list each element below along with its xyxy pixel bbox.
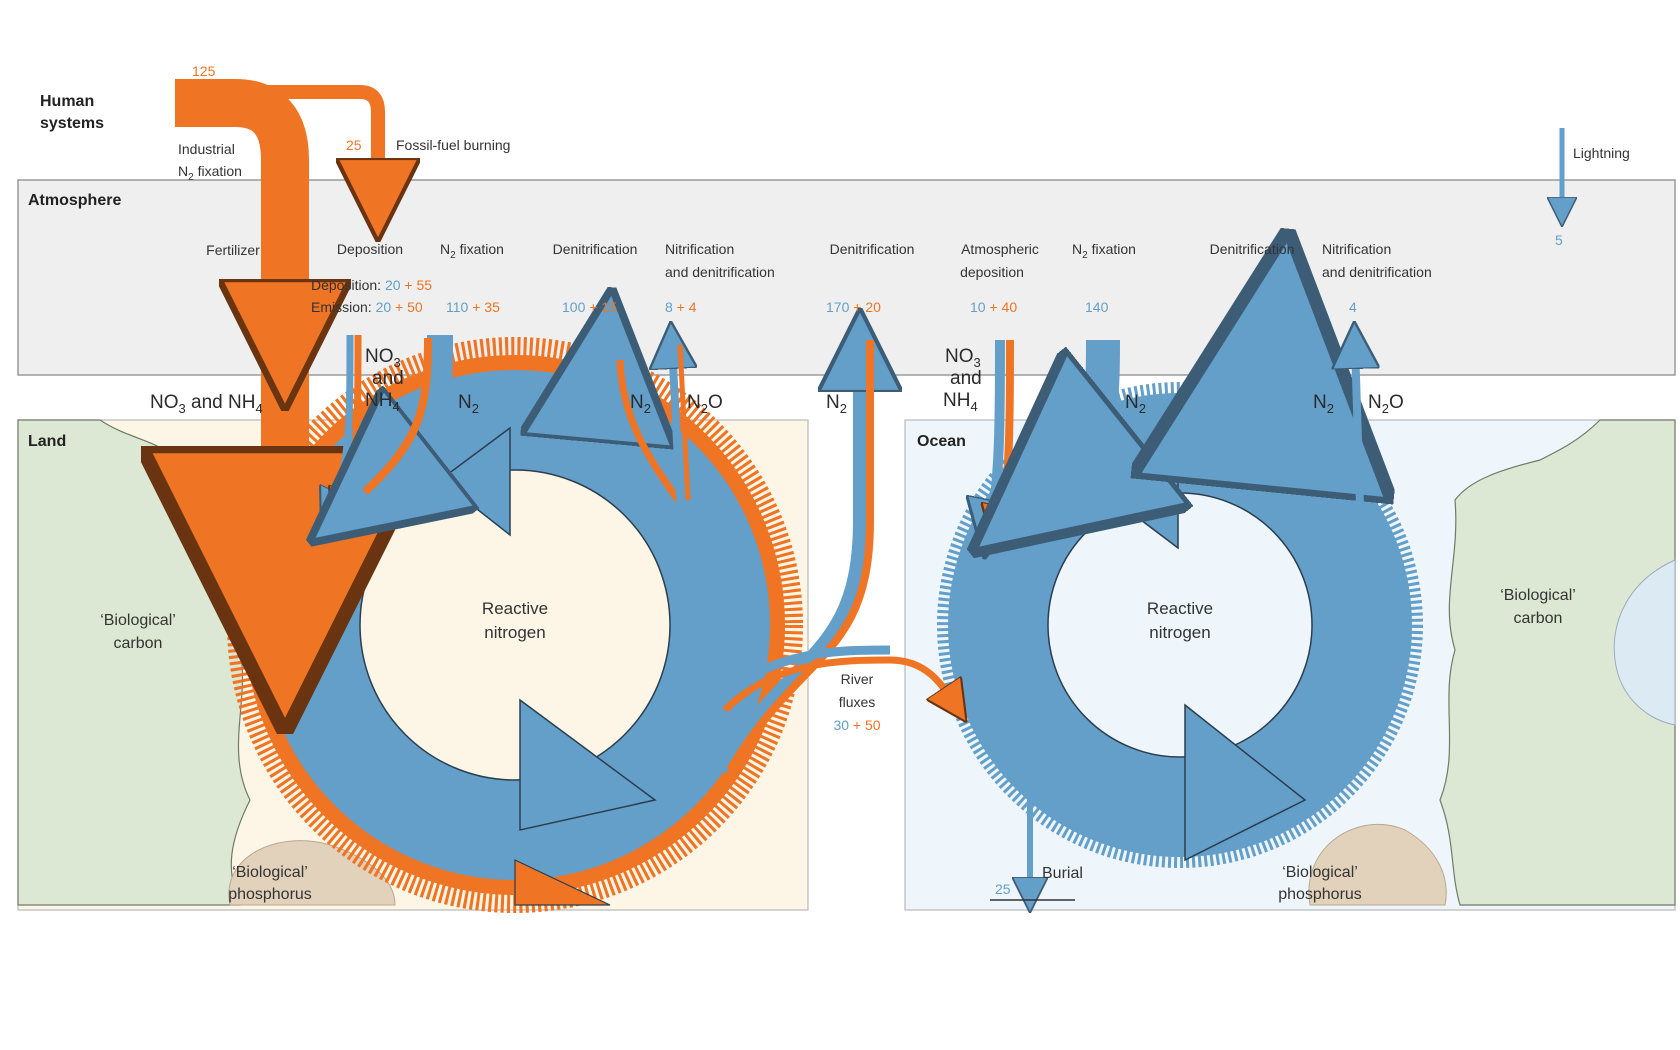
land-denitrification-header: Denitrification	[553, 241, 638, 257]
fossil-fuel-flow	[175, 85, 378, 200]
land-n2-fixation-flow-orange	[362, 337, 432, 495]
human-total-value: 125	[192, 63, 216, 79]
river-n2-label: N2	[826, 392, 847, 416]
land-cycle-arrowhead-bottom	[519, 698, 657, 831]
river-denitrification-value: 170 + 20	[826, 299, 881, 315]
ocean-n2-label: N2	[1125, 392, 1146, 416]
burial-label: Burial	[1042, 865, 1083, 882]
ocean-atm-deposition-value: 10 + 40	[970, 299, 1017, 315]
fossil-fuel-value: 25	[346, 137, 362, 153]
ocean-light-circle-shape	[1613, 559, 1676, 726]
land-n2-fixation-value: 110 + 35	[446, 299, 500, 315]
land-nitrif-value: 8 + 4	[665, 299, 697, 315]
ocean-denitrif-n2-label: N2	[1313, 392, 1334, 416]
ocean-n2-fixation-flow	[1050, 339, 1103, 490]
ocean-denitrification-header: Denitrification	[1210, 241, 1295, 257]
fertilizer-header: Fertilizer	[206, 242, 260, 258]
ocean-n2-fixation-header: N2 fixation	[1072, 241, 1136, 261]
land-n2-fixation-header: N2 fixation	[440, 241, 504, 261]
ocean-n2o-label: N2O	[1368, 392, 1404, 416]
ocean-flows	[990, 340, 1360, 900]
ocean-biological-carbon-shape	[1439, 419, 1676, 906]
land-biological-phosphorus-label: ‘Biological’phosphorus	[228, 864, 312, 903]
land-n2o-label: N2O	[687, 392, 723, 416]
land-denitrification-flow-orange	[616, 359, 681, 503]
fertilizer-value: 100	[237, 298, 261, 314]
emission-line: Emission: 20 + 50	[311, 299, 423, 315]
ocean-cycle-arrowhead-bottom	[1184, 703, 1307, 862]
atmosphere-label: Atmosphere	[28, 192, 121, 209]
human-flows	[175, 79, 1562, 590]
ocean-denitrification-flow	[1274, 360, 1325, 519]
land-denitrification-flow-blue	[604, 365, 660, 508]
land-n2-fixation-flow-blue	[370, 334, 440, 495]
river-fluxes-value: 30 + 50	[833, 717, 880, 733]
land-denitrification-value: 100 + 15	[562, 299, 617, 315]
river-flux-flow-blue	[716, 645, 891, 704]
land-nitrif-flow-blue	[672, 345, 680, 501]
ocean-label: Ocean	[917, 433, 966, 450]
deposition-line: Deposition: 20 + 55	[311, 277, 432, 293]
ocean-biological-phosphorus-label: ‘Biological’phosphorus	[1278, 864, 1362, 903]
land-biological-carbon-label: ‘Biological’carbon	[100, 612, 176, 652]
river-denitrification-flow-orange	[726, 340, 874, 773]
river-flows	[713, 340, 955, 774]
lightning-value: 5	[1555, 232, 1563, 248]
land-cycle-arrowhead-bottom-orange	[514, 859, 611, 906]
ocean-biological-phosphorus-shape	[1308, 823, 1447, 906]
land-biological-phosphorus-shape	[228, 840, 396, 906]
land-nitrif-flow-orange	[677, 344, 691, 501]
fossil-fuel-label: Fossil-fuel burning	[396, 137, 510, 153]
land-flows	[330, 335, 688, 512]
ocean-nitrif-flow	[1355, 345, 1360, 506]
ocean-denitrification-value: 240	[1262, 299, 1286, 315]
river-flux-flow-orange	[722, 656, 955, 710]
river-denitrification-flow-blue	[713, 350, 860, 774]
ocean-n2-fixation-value: 140	[1085, 299, 1109, 315]
land-n2-label: N2	[458, 392, 479, 416]
ocean-biological-carbon-label: ‘Biological’carbon	[1500, 587, 1576, 627]
land-label: Land	[28, 433, 66, 450]
ocean-nitrif-value: 4	[1349, 299, 1357, 315]
land-denitrif-n2-label: N2	[630, 392, 651, 416]
deposition-header: Deposition	[337, 241, 403, 257]
river-denitrification-header: Denitrification	[830, 241, 915, 257]
burial-value: 25	[995, 881, 1011, 897]
land-biological-carbon-shape	[17, 419, 251, 906]
lightning-label: Lightning	[1573, 145, 1630, 161]
no3-nh4-left-label: NO3 and NH4	[150, 392, 263, 416]
